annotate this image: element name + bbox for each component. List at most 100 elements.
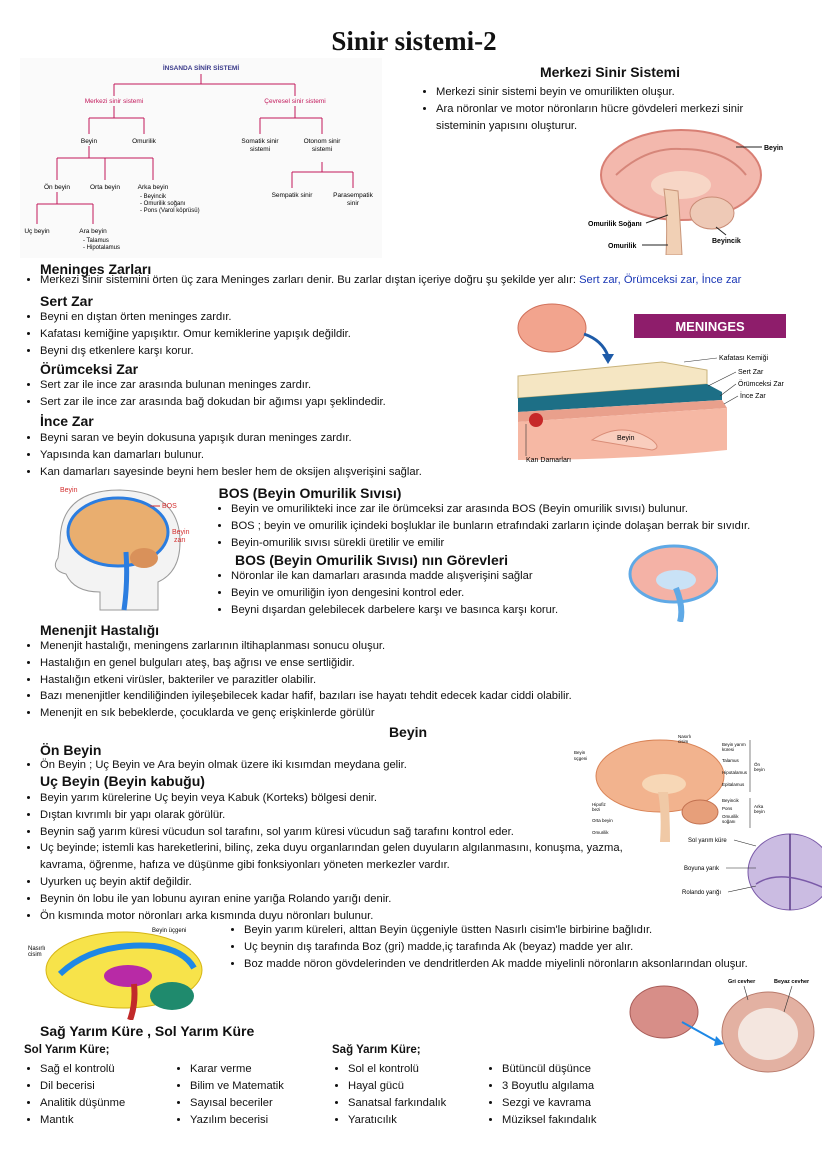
list-item: Uç beynin dış tarafında Boz (gri) madde,… <box>244 939 828 956</box>
tree-css: Çevresel sinir sistemi <box>264 98 325 105</box>
sag-yarim-title: Sağ Yarım Küre; <box>332 1044 421 1056</box>
list-item: Bazı menenjitler kendiliğinden iyileşebi… <box>40 688 820 705</box>
sag-col-2: Bütüncül düşünce 3 Boyutlu algılama Sezg… <box>486 1061 662 1129</box>
list-item: Yapısında kan damarları bulunur. <box>40 447 520 464</box>
tree-arka-item-3: - Pons (Varol köprüsü) <box>140 208 200 214</box>
tree-parasempatik-2: sinir <box>347 200 360 207</box>
list-item: Hastalığın etkeni virüsler, bakteriler v… <box>40 672 820 689</box>
bos-gorev-list: Nöronlar ile kan damarları arasında madd… <box>215 568 631 618</box>
list-item: Ara nöronlar ve motor nöronların hücre g… <box>436 101 796 135</box>
sert-zar-list: Beyni en dıştan örten meninges zardır. K… <box>24 309 520 359</box>
fig-label-ucgen: Beyin üçgeni <box>152 928 186 934</box>
hemispheres-title: Sağ Yarım Küre , Sol Yarım Küre <box>40 1023 255 1039</box>
fig-label-nasirli-2: cisim <box>678 739 688 744</box>
list-item: Kan damarları sayesinde beyni hem besler… <box>40 464 520 481</box>
list-item: Bütüncül düşünce <box>502 1061 662 1078</box>
fig-label-orta-beyin: Orta beyin <box>592 818 613 823</box>
fig-label-beyaz: Beyaz cevher <box>774 979 810 985</box>
bos-brain-figure <box>624 538 718 622</box>
meninges-banner-text: MENINGES <box>675 319 745 334</box>
uc-beyin-list: Beyin yarım kürelerine Uç beyin veya Kab… <box>24 790 640 924</box>
fig-label-zar-2: zarı <box>174 537 186 544</box>
list-item: Boz madde nöron gövdelerinden ve dendrit… <box>244 956 828 973</box>
fig-label-boyuna: Boyuna yarık <box>684 866 720 872</box>
meninges-zarlar: Sert zar, Örümceksi zar, İnce zar <box>579 274 742 286</box>
meninges-figure: MENINGES Beyin Kafatası Kemiği Sert Zar … <box>512 300 812 468</box>
list-item: Sayısal beceriler <box>190 1095 340 1112</box>
ince-zar-list: Beyni saran ve beyin dokusuna yapışık du… <box>24 430 520 480</box>
tree-omurilik: Omurilik <box>132 138 157 145</box>
list-item: Merkezi sinir sistemi beyin ve omurilikt… <box>436 84 796 101</box>
fig-label-beyin: Beyin <box>60 487 78 494</box>
list-item: 3 Boyutlu algılama <box>502 1078 662 1095</box>
list-item: Uyurken uç beyin aktif değildir. <box>40 874 640 891</box>
fig-label-sert: Sert Zar <box>738 369 764 376</box>
list-item: Beyin-omurilik sıvısı sürekli üretilir v… <box>231 535 828 552</box>
bos-gorev-title: BOS (Beyin Omurilik Sıvısı) nın Görevler… <box>235 552 509 568</box>
fig-label-sogan-2: soğanı <box>722 819 736 824</box>
meninges-title: Meninges Zarları <box>40 261 152 277</box>
fig-label-kan: Kan Damarları <box>526 457 571 464</box>
list-item: Ön kısmında motor nöronları arka kısmınd… <box>40 908 640 925</box>
list-item: Analitik düşünme <box>40 1095 180 1112</box>
list-item: Sert zar ile ince zar arasında bağ dokud… <box>40 394 520 411</box>
list-item: Sert zar ile ince zar arasında bulunan m… <box>40 377 520 394</box>
list-item: Dil becerisi <box>40 1078 180 1095</box>
brain-midline-figure: Beyin üçgeni Nasırlı cisim <box>24 924 220 1020</box>
list-item: Kafatası kemiğine yapışıktır. Omur kemik… <box>40 326 520 343</box>
fig-label-beyin: Beyin <box>764 145 783 152</box>
tree-ara-item-2: - Hipotalamus <box>83 245 120 251</box>
ince-zar-title: İnce Zar <box>40 413 94 429</box>
brain-sagittal-figure: Beyin Omurilik Soğanı Omurilik Beyincik <box>586 127 786 255</box>
fig-label-ucgen-1: Beyin <box>574 750 586 755</box>
tree-uc-beyin: Uç beyin <box>24 228 50 235</box>
fig-label-beyin: Beyin <box>617 435 635 442</box>
fig-label-yarim-1: Beyin yarım <box>722 742 746 747</box>
meninges-intro-list: Merkezi sinir sistemini örten üç zara Me… <box>24 272 820 289</box>
tree-parasempatik-1: Parasempatik <box>333 192 373 199</box>
list-item: Beynin sağ yarım küresi vücudun sol tara… <box>40 824 640 841</box>
list-item: Beyni dışardan gelebilecek darbelere kar… <box>231 602 631 619</box>
list-item: Bilim ve Matematik <box>190 1078 340 1095</box>
fig-label-sogan: Omurilik Soğanı <box>588 221 642 228</box>
sol-col-2: Karar verme Bilim ve Matematik Sayısal b… <box>174 1061 340 1129</box>
sol-yarim-title: Sol Yarım Küre; <box>24 1044 110 1056</box>
list-item: Beyin yarım küreleri, alttan Beyin üçgen… <box>244 922 828 939</box>
tree-ara-beyin: Ara beyin <box>79 228 107 235</box>
list-item: Menenjit en sık bebeklerde, çocuklarda v… <box>40 705 820 722</box>
list-item: Müziksel fakındalık <box>502 1112 662 1129</box>
fig-label-arka-2: beyin <box>754 809 765 814</box>
list-item: Sağ el kontrolü <box>40 1061 180 1078</box>
fig-label-talamus: Talamus <box>722 758 740 763</box>
fig-label-epitalamus: Epitalamus <box>722 782 745 787</box>
fig-label-sogan-1: Omurilik <box>722 814 739 819</box>
on-beyin-title: Ön Beyin <box>40 742 102 758</box>
orumceksi-zar-title: Örümceksi Zar <box>40 361 139 377</box>
sag-col-1: Sol el kontrolü Hayal gücü Sanatsal fark… <box>332 1061 498 1129</box>
list-item: Nöronlar ile kan damarları arasında madd… <box>231 568 631 585</box>
fig-label-omurilik: Omurilik <box>592 830 609 835</box>
tree-orta-beyin: Orta beyin <box>90 184 120 191</box>
tree-svg: İNSANDA SİNİR SİSTEMİ Merkezi sinir sist… <box>24 64 373 251</box>
list-item: Dıştan kıvrımlı bir yapı olarak görülür. <box>40 807 640 824</box>
beyin-title: Beyin <box>388 724 428 740</box>
list-item: Beyni en dıştan örten meninges zardır. <box>40 309 520 326</box>
fig-label-on-beyin-1: Ön <box>754 761 761 767</box>
bos-title: BOS (Beyin Omurilik Sıvısı) <box>218 485 402 501</box>
list-item: Karar verme <box>190 1061 340 1078</box>
fig-label-ince: İnce Zar <box>740 391 766 400</box>
tree-somatik-2: sistemi <box>250 146 270 153</box>
fig-label-hipofiz-2: bezi <box>592 807 600 812</box>
tree-root: İNSANDA SİNİR SİSTEMİ <box>163 64 240 72</box>
list-item: Merkezi sinir sistemini örten üç zara Me… <box>40 272 820 289</box>
list-item: Yazılım becerisi <box>190 1112 340 1129</box>
list-item: Beyin yarım kürelerine Uç beyin veya Kab… <box>40 790 640 807</box>
list-item: Yaratıcılık <box>348 1112 498 1129</box>
fig-label-bos: BOS <box>162 503 177 510</box>
list-item: Sanatsal farkındalık <box>348 1095 498 1112</box>
fig-label-gri: Gri cevher <box>728 979 756 985</box>
list-item: Beynin ön lobu ile yan lobunu ayıran eni… <box>40 891 640 908</box>
list-item: Sezgi ve kavrama <box>502 1095 662 1112</box>
bos-list: Beyin ve omurilikteki ince zar ile örümc… <box>215 501 828 551</box>
on-beyin-list: Ön Beyin ; Uç Beyin ve Ara beyin olmak ü… <box>24 757 580 774</box>
